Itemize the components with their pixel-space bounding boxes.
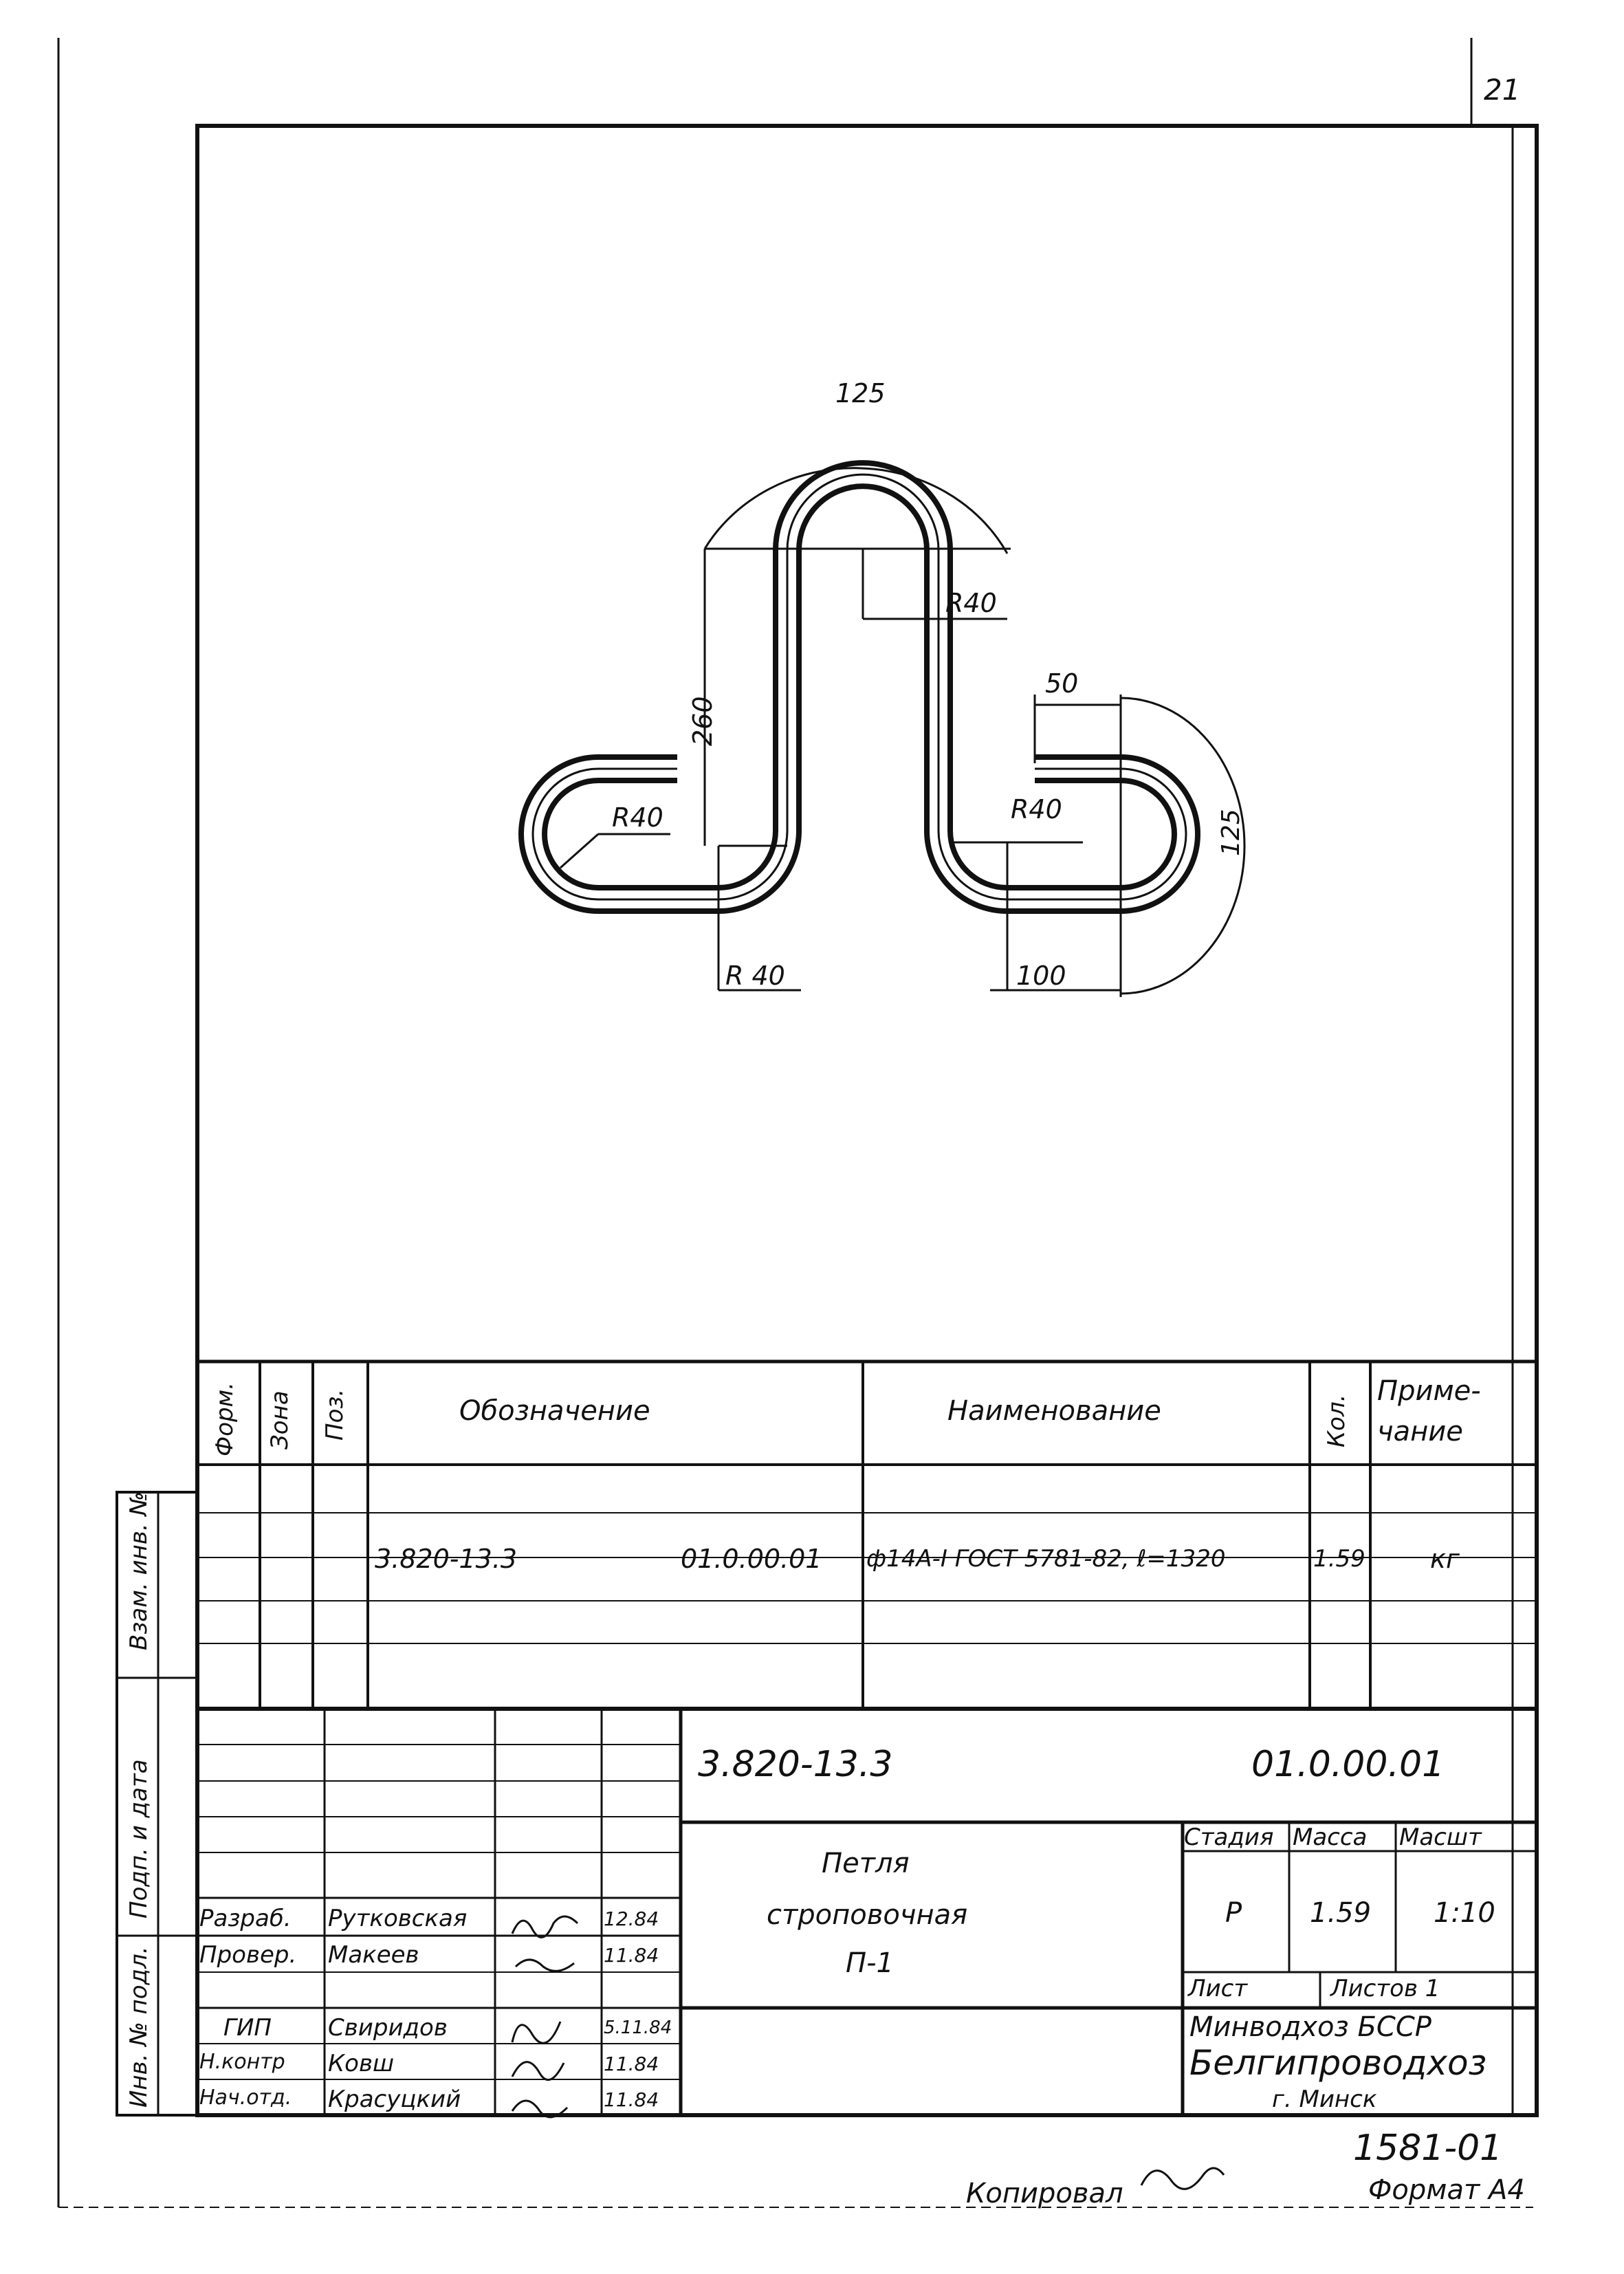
signature-copier [1140, 2167, 1225, 2190]
signer-role-4: Н.контр [199, 2050, 285, 2074]
side-label-inv: Инв. № подл. [125, 1946, 153, 2108]
signature-3 [511, 2021, 562, 2044]
signer-date-5: 11.84 [604, 2088, 659, 2111]
dim-label-right-radius: R40 [1011, 794, 1062, 824]
stage-label: Стадия [1184, 1824, 1274, 1851]
signer-date-2: 11.84 [604, 1944, 659, 1967]
col-name-header: Наименование [947, 1395, 1161, 1427]
doc-num: 01.0.00.01 [1251, 1744, 1445, 1785]
sheet-label: Лист [1188, 1975, 1248, 2002]
signature-4 [511, 2061, 565, 2081]
loop-rod [518, 460, 1200, 914]
row-name: ф14А-I ГОСТ 5781-82, ℓ=1320 [866, 1545, 1226, 1573]
signer-name-1: Рутковская [328, 1905, 468, 1932]
doc-code: 3.820-13.3 [698, 1744, 893, 1785]
sheets-label: Листов 1 [1330, 1975, 1440, 2002]
dim-label-bottom-radius: R 40 [725, 961, 785, 991]
col-format-header: Форм. [211, 1381, 239, 1456]
col-designation-header: Обозначение [459, 1395, 650, 1427]
dimension-lines [560, 467, 1246, 997]
archive-number: 1581-01 [1353, 2128, 1503, 2169]
scale-label: Масшт [1399, 1824, 1482, 1851]
signature-2 [514, 1958, 575, 1972]
signer-name-3: Свиридов [328, 2014, 448, 2042]
col-zone-header: Зона [266, 1390, 294, 1450]
dim-label-height: 260 [688, 696, 718, 746]
row-designation-code: 3.820-13.3 [375, 1544, 518, 1574]
org-line-2: Белгипроводхоз [1189, 2043, 1487, 2083]
dim-label-right-gap: 50 [1045, 668, 1079, 699]
dim-label-top-width: 125 [835, 378, 886, 408]
col-note-header-1: Приме- [1377, 1375, 1481, 1407]
signer-role-5: Нач.отд. [199, 2086, 292, 2110]
dim-label-top-radius: R40 [945, 588, 997, 618]
signature-scribbles [511, 1915, 1225, 2190]
signer-role-1: Разраб. [199, 1905, 292, 1932]
main-frame [195, 124, 1539, 2117]
side-stamp-grid [116, 1491, 199, 2117]
mass-label: Масса [1293, 1824, 1368, 1851]
signer-date-4: 11.84 [604, 2053, 659, 2075]
dim-r40-left-lead [560, 833, 599, 869]
col-qty-header: Кол. [1323, 1394, 1350, 1447]
loop-drawing [518, 460, 1246, 997]
row-designation-num: 01.0.00.01 [681, 1544, 822, 1574]
col-pos-header: Поз. [321, 1388, 349, 1441]
row-qty: 1.59 [1313, 1545, 1365, 1573]
org-line-3: г. Минск [1272, 2086, 1377, 2113]
side-label-podp: Подп. и дата [125, 1759, 153, 1918]
scale-value: 1:10 [1434, 1897, 1495, 1929]
dim-label-right-height: 125 [1217, 809, 1245, 856]
title-block-grid [197, 1709, 1537, 2115]
signer-date-3: 5.11.84 [604, 2018, 672, 2038]
side-label-vzam: Взам. инв. № [125, 1491, 153, 1650]
dim-right-arc [1120, 697, 1246, 995]
col-note-header-2: чание [1377, 1416, 1463, 1447]
signer-name-5: Красуцкий [328, 2086, 461, 2113]
signature-5 [511, 2099, 569, 2119]
spec-table-grid [197, 1359, 1537, 1711]
title-line-2: строповочная [767, 1899, 968, 1931]
signer-name-4: Ковш [328, 2050, 395, 2077]
dim-label-left-radius: R40 [612, 802, 663, 833]
mass-value: 1.59 [1310, 1897, 1372, 1929]
dim-label-right-bottom: 100 [1016, 961, 1066, 991]
row-note: кг [1430, 1544, 1460, 1574]
org-line-1: Минводхоз БССР [1189, 2011, 1431, 2043]
signer-name-2: Макеев [328, 1941, 419, 1969]
format-label: Формат А4 [1368, 2174, 1525, 2206]
signer-role-3: ГИП [223, 2014, 272, 2042]
copied-label: Копировал [966, 2178, 1123, 2209]
signer-date-1: 12.84 [604, 1907, 659, 1930]
signature-1 [511, 1915, 579, 1938]
dim-top-arc [703, 467, 1009, 554]
sheet-number: 21 [1484, 73, 1521, 107]
title-line-3: П-1 [846, 1947, 894, 1979]
title-line-1: Петля [822, 1848, 910, 1879]
loop-rod-axis [531, 473, 1187, 901]
loop-rod-hollow [524, 466, 1195, 908]
signer-role-2: Провер. [199, 1941, 297, 1969]
stage-value: Р [1225, 1897, 1242, 1929]
